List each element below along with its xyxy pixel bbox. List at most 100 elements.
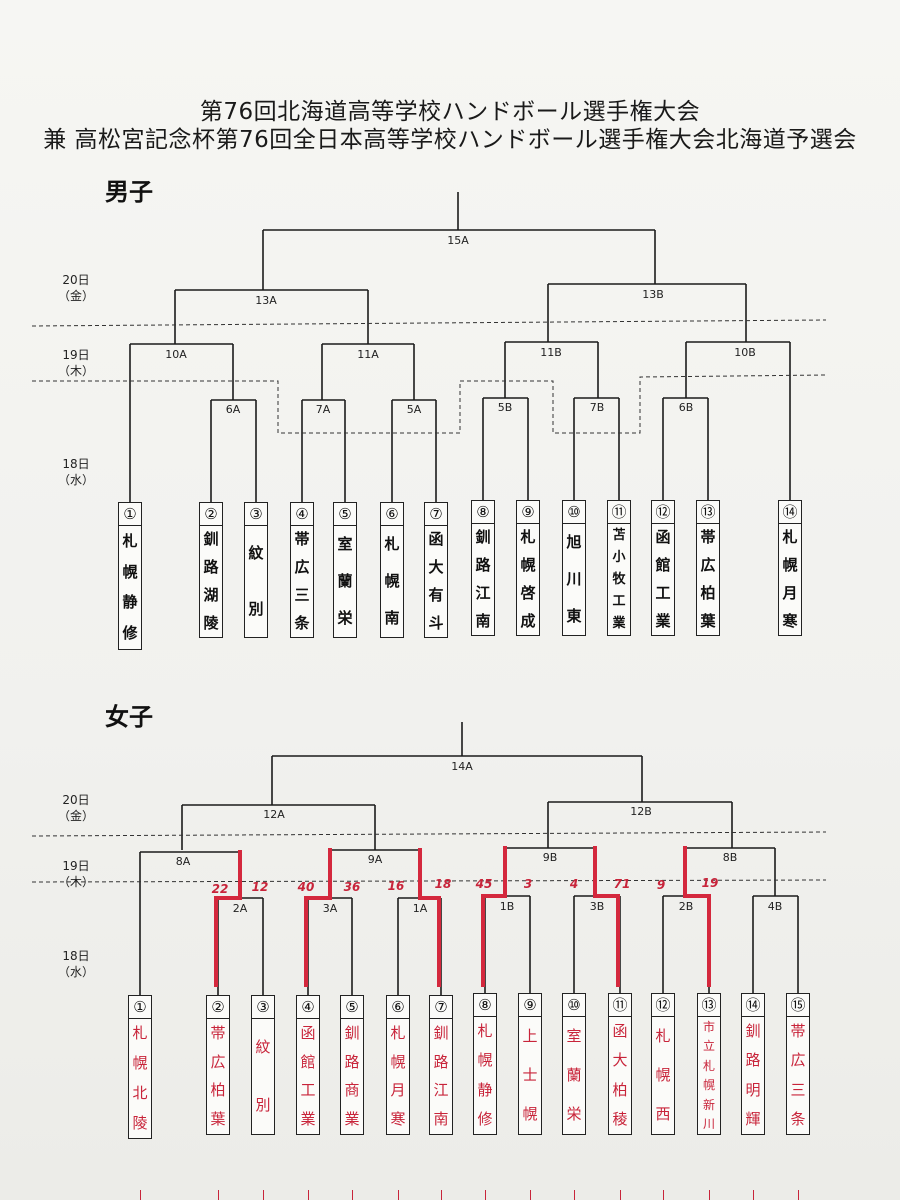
team-name-char: 立 [702, 1039, 715, 1054]
team-seed: ⑧ [473, 994, 497, 1017]
boys-team-13: ⑬ 帯広柏葉 [696, 500, 720, 636]
girls-divider-19-18 [31, 879, 827, 883]
boys-team-4: ④ 帯広三条 [290, 502, 314, 638]
team-name-char: 葉 [700, 611, 716, 630]
team-name: 帯広柏葉 [206, 1019, 230, 1134]
girls-match-labels: 14A 12A 12B 8A 9A 9B 8B 2A 3A 1A 1B 3B 2… [176, 760, 783, 915]
girls-team-4: ④ 函館工業 [296, 995, 320, 1135]
team-name-char: 路 [433, 1052, 449, 1071]
cutoff-stub [218, 1190, 219, 1200]
team-name-char: 広 [294, 558, 310, 577]
team-seed: ⑤ [340, 996, 364, 1019]
match-label: 2B [679, 900, 694, 913]
boys-team-3: ③ 紋別 [244, 502, 268, 638]
girls-scores: 22 12 40 36 16 18 45 3 4 71 9 19 [212, 876, 719, 896]
team-name-char: 市 [702, 1019, 715, 1034]
match-label: 12A [263, 808, 285, 821]
match-label: 13B [642, 288, 664, 301]
boys-section-label: 男子 [105, 178, 153, 206]
team-name-char: 成 [520, 611, 536, 630]
team-name: 札幌北陵 [128, 1019, 152, 1138]
girls-team-11: ⑪ 函大柏稜 [608, 993, 632, 1135]
team-name-char: 別 [255, 1095, 271, 1114]
team-name: 札幌月寒 [778, 524, 802, 635]
team-seed: ⑭ [778, 501, 802, 524]
team-name-char: 函 [655, 528, 671, 547]
match-label: 11A [357, 348, 379, 361]
cutoff-stub [709, 1190, 710, 1200]
team-name-char: 三 [790, 1080, 806, 1099]
match-label: 7A [316, 403, 331, 416]
team-seed: ⑫ [651, 994, 675, 1017]
team-seed: ⑪ [607, 501, 631, 524]
match-label: 5A [407, 403, 422, 416]
team-seed: ⑩ [562, 501, 586, 524]
team-seed: ③ [244, 503, 268, 526]
team-name: 函館工業 [651, 524, 675, 635]
team-name-char: 蘭 [566, 1066, 582, 1084]
team-name-char: 広 [790, 1051, 806, 1070]
team-name-char: 館 [655, 556, 671, 575]
team-seed: ⑥ [386, 996, 410, 1019]
score-seed-7: 18 [435, 877, 452, 891]
day-weekday: （金） [57, 809, 94, 823]
team-name-char: 業 [344, 1110, 360, 1129]
team-name-char: 釧 [745, 1022, 761, 1041]
team-name-char: 大 [612, 1051, 628, 1070]
team-name-char: 帯 [790, 1022, 806, 1041]
team-name-char: 南 [475, 611, 491, 630]
match-label: 3A [323, 902, 338, 915]
cutoff-stub [140, 1190, 141, 1200]
match-label: 10B [734, 346, 756, 359]
girls-team-6: ⑥ 札幌月寒 [386, 995, 410, 1135]
team-name-char: 北 [132, 1083, 148, 1102]
boys-divider-20-19 [31, 319, 827, 327]
team-name: 函大柏稜 [608, 1017, 632, 1134]
team-name-char: 幌 [384, 572, 400, 590]
team-seed: ⑬ [696, 501, 720, 524]
girls-team-8: ⑧ 札幌静修 [473, 993, 497, 1135]
score-seed-6: 16 [388, 879, 405, 893]
team-name-char: 路 [475, 556, 491, 575]
team-name-char: 広 [700, 556, 716, 575]
girls-winner-highlights [214, 846, 711, 987]
match-label: 4B [768, 900, 783, 913]
team-seed: ⑦ [429, 996, 453, 1019]
girls-team-15: ⑮ 帯広三条 [786, 993, 810, 1135]
team-name: 札幌西 [651, 1017, 675, 1134]
team-name-char: 柏 [210, 1081, 226, 1100]
girls-team-2: ② 帯広柏葉 [206, 995, 230, 1135]
cutoff-stub [753, 1190, 754, 1200]
team-name-char: 紋 [248, 544, 264, 563]
team-name-char: 業 [612, 616, 626, 632]
team-name-char: 釧 [203, 530, 219, 549]
team-seed: ③ [251, 996, 275, 1019]
team-name-char: 釧 [433, 1023, 449, 1042]
team-name-char: 幌 [132, 1054, 148, 1073]
team-name-char: 帯 [700, 528, 716, 547]
match-label: 15A [447, 234, 469, 247]
cutoff-stub [398, 1190, 399, 1200]
team-name-char: 工 [612, 594, 626, 610]
boys-team-14: ⑭ 札幌月寒 [778, 500, 802, 636]
team-name-char: 札 [122, 531, 138, 550]
team-name-char: 有 [428, 585, 444, 604]
team-name-char: 上 [522, 1027, 538, 1045]
match-label: 11B [540, 346, 562, 359]
team-name-char: 陵 [132, 1113, 148, 1132]
girls-team-9: ⑨ 上士幌 [518, 993, 542, 1135]
team-name-char: 柏 [612, 1080, 628, 1099]
girls-day-18: 18日 （水） [46, 948, 106, 980]
team-name: 釧路湖陵 [199, 526, 223, 637]
boys-team-9: ⑨ 札幌啓成 [516, 500, 540, 636]
team-name-char: 幌 [520, 556, 536, 575]
team-name-char: 苫 [612, 527, 626, 543]
team-name-char: 幌 [477, 1051, 493, 1070]
team-name: 帯広柏葉 [696, 524, 720, 635]
match-label: 1A [413, 902, 428, 915]
team-name-char: 栄 [566, 1105, 582, 1123]
boys-bracket [129, 192, 791, 502]
team-name: 旭川東 [562, 524, 586, 635]
team-name: 帯広三条 [290, 526, 314, 637]
